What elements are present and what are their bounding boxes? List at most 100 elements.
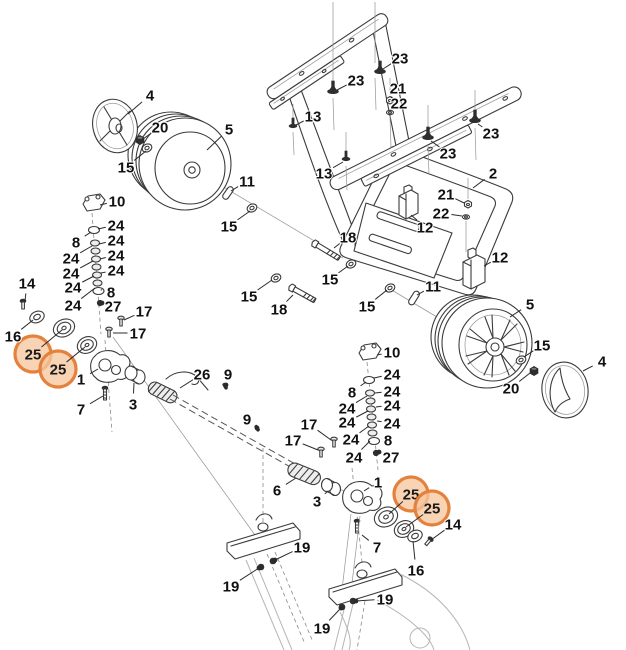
callout-part-8[interactable]: 8 [100,284,116,303]
callout-part-22[interactable]: 22 [432,205,463,224]
callout-part-24[interactable]: 24 [338,410,369,433]
part-number-label[interactable]: 24 [383,397,402,416]
part-number-label[interactable]: 18 [270,301,289,320]
part-number-label[interactable]: 4 [597,353,608,372]
part-number-label[interactable]: 22 [432,205,451,224]
callout-part-11[interactable]: 11 [230,173,256,192]
callout-part-19[interactable]: 19 [353,591,394,610]
part-number-label[interactable]: 24 [64,279,83,298]
highlight-circle-part-25[interactable]: 25 [38,346,86,389]
part-number-label[interactable]: 13 [304,108,323,127]
part-number-label[interactable]: 15 [117,159,136,178]
callout-part-17[interactable]: 17 [300,416,332,441]
callout-part-6[interactable]: 6 [272,477,297,501]
part-number-label[interactable]: 11 [424,278,442,297]
highlight-label[interactable]: 25 [403,487,420,504]
part-number-label[interactable]: 4 [145,87,156,106]
part-number-label[interactable]: 20 [151,119,170,138]
callout-part-27[interactable]: 27 [376,449,401,468]
part-number-label[interactable]: 19 [293,539,312,558]
part-number-label[interactable]: 24 [338,414,357,433]
callout-part-3[interactable]: 3 [312,490,329,512]
part-number-label[interactable]: 17 [284,432,303,451]
part-number-label[interactable]: 2 [488,165,498,184]
callout-part-13[interactable]: 13 [315,161,344,184]
part-number-label[interactable]: 8 [71,234,81,253]
callout-part-23[interactable]: 23 [477,123,500,144]
callout-part-19[interactable]: 19 [222,565,262,597]
part-number-label[interactable]: 8 [106,284,116,303]
part-number-label[interactable]: 6 [272,482,282,501]
part-number-label[interactable]: 20 [502,380,521,399]
part-number-label[interactable]: 16 [4,328,23,347]
part-number-label[interactable]: 24 [383,383,402,402]
highlight-label[interactable]: 25 [25,347,42,364]
callout-part-24[interactable]: 24 [373,366,402,385]
callout-part-23[interactable]: 23 [430,140,458,164]
part-number-label[interactable]: 9 [223,366,233,385]
part-number-label[interactable]: 24 [107,247,126,266]
callout-part-8[interactable]: 8 [347,381,367,403]
part-number-label[interactable]: 23 [391,50,410,69]
part-number-label[interactable]: 27 [382,449,401,468]
part-number-label[interactable]: 21 [389,80,408,99]
part-number-label[interactable]: 14 [18,275,37,294]
callout-part-24[interactable]: 24 [62,260,94,284]
callout-part-17[interactable]: 17 [284,432,319,451]
part-number-label[interactable]: 3 [312,493,322,512]
part-number-label[interactable]: 24 [107,217,126,236]
part-number-label[interactable]: 7 [372,539,382,558]
callout-part-15[interactable]: 15 [358,289,388,317]
part-number-label[interactable]: 23 [439,145,458,164]
part-number-label[interactable]: 15 [533,337,552,356]
callout-part-9[interactable]: 9 [223,366,233,388]
part-number-label[interactable]: 8 [383,432,393,451]
highlight-circle-part-25[interactable]: 25 [405,489,451,528]
callout-part-18[interactable]: 18 [333,229,357,249]
part-number-label[interactable]: 24 [345,449,364,468]
part-number-label[interactable]: 3 [128,396,138,415]
part-number-label[interactable]: 13 [315,165,334,184]
callout-part-24[interactable]: 24 [345,440,371,468]
callout-part-23[interactable]: 23 [336,72,366,91]
callout-part-16[interactable]: 16 [4,319,34,347]
part-number-label[interactable]: 7 [76,401,86,420]
part-number-label[interactable]: 24 [64,297,83,316]
part-number-label[interactable]: 15 [321,271,340,290]
part-number-label[interactable]: 11 [238,173,256,192]
part-number-label[interactable]: 17 [129,325,148,344]
callout-part-4[interactable]: 4 [582,353,608,372]
callout-part-12[interactable]: 12 [483,249,510,268]
callout-part-15[interactable]: 15 [220,210,251,237]
callout-part-24[interactable]: 24 [100,262,126,281]
callout-part-10[interactable]: 10 [376,344,401,363]
callout-part-18[interactable]: 18 [270,294,294,320]
part-number-label[interactable]: 24 [342,431,361,450]
part-number-label[interactable]: 23 [347,72,366,91]
callout-part-1[interactable]: 1 [76,368,99,390]
callout-part-24[interactable]: 24 [338,395,368,419]
callout-part-19[interactable]: 19 [313,605,344,639]
callout-part-5[interactable]: 5 [206,121,234,151]
callout-part-10[interactable]: 10 [99,193,126,212]
part-number-label[interactable]: 26 [193,366,212,385]
part-number-label[interactable]: 19 [222,578,241,597]
callout-part-15[interactable]: 15 [117,150,147,178]
callout-part-11[interactable]: 11 [416,278,442,297]
callout-part-26[interactable]: 26 [179,366,212,389]
part-number-label[interactable]: 12 [416,219,435,238]
highlight-label[interactable]: 25 [424,501,441,518]
callout-part-24[interactable]: 24 [97,217,126,236]
callout-part-15[interactable]: 15 [523,337,552,358]
highlight-label[interactable]: 25 [50,362,67,379]
callout-part-9[interactable]: 9 [242,411,260,431]
part-number-label[interactable]: 8 [347,384,357,403]
part-number-label[interactable]: 12 [491,249,510,268]
part-number-label[interactable]: 24 [383,366,402,385]
callout-part-24[interactable]: 24 [375,397,402,416]
callout-part-24[interactable]: 24 [376,415,402,434]
part-number-label[interactable]: 15 [240,288,259,307]
callout-part-27[interactable]: 27 [99,298,122,317]
part-number-label[interactable]: 24 [338,400,357,419]
part-number-label[interactable]: 19 [313,620,332,639]
